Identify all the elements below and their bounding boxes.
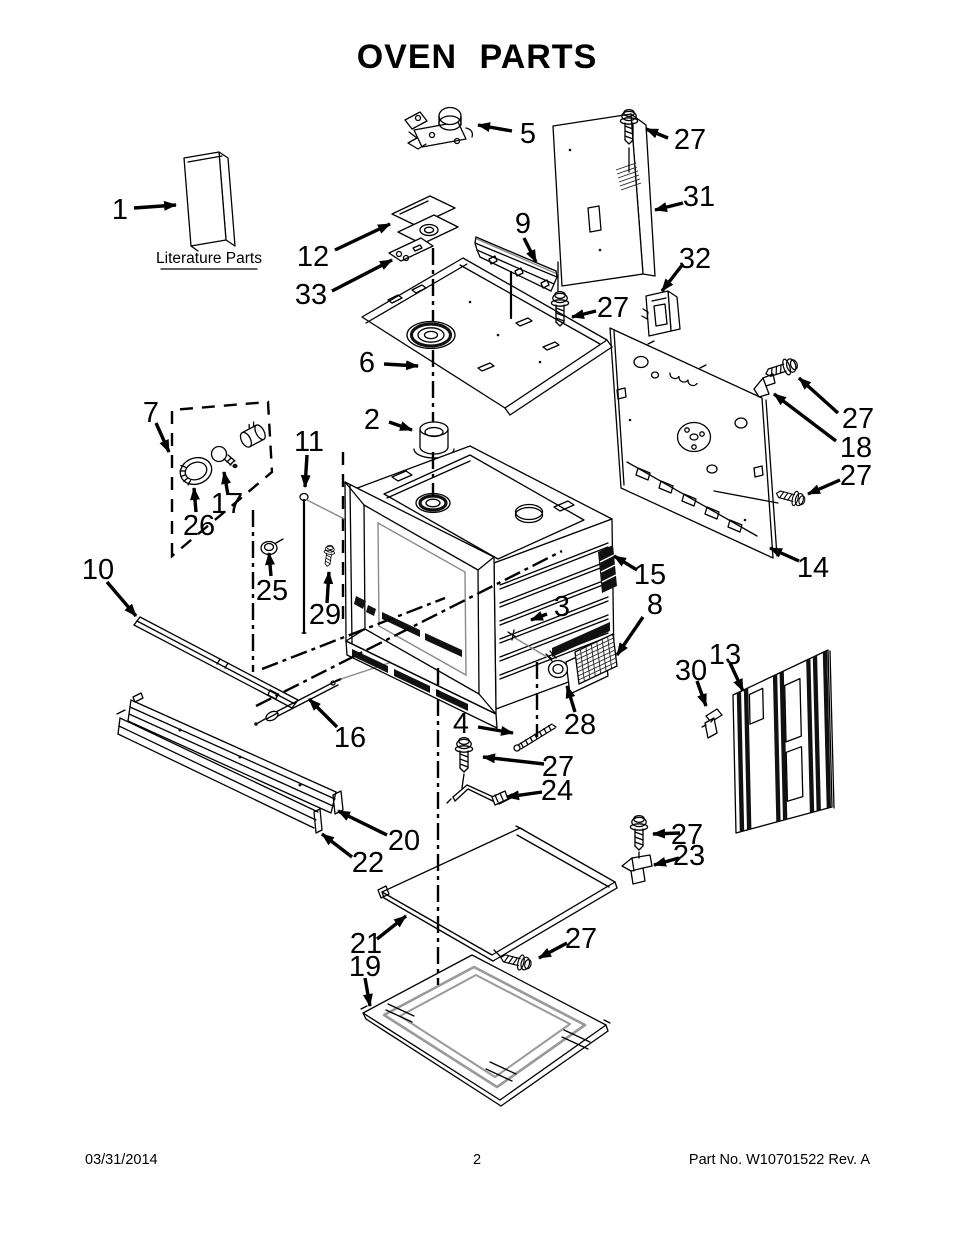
screw-27-clip xyxy=(629,814,649,859)
callout-9: 9 xyxy=(515,208,531,240)
callout-14: 14 xyxy=(797,552,829,584)
part-12-bracket xyxy=(391,195,459,245)
part-10-trim-strip xyxy=(133,616,299,709)
callout-8: 8 xyxy=(647,589,663,621)
callout-33: 33 xyxy=(295,279,327,311)
callout-7: 7 xyxy=(143,397,159,429)
page-title: OVEN PARTS xyxy=(357,38,598,76)
part-30-clip xyxy=(701,708,723,739)
callout-30: 30 xyxy=(675,655,707,687)
footer-date: 03/31/2014 xyxy=(85,1152,158,1168)
part-1-literature-book xyxy=(183,151,236,252)
part-8-vent-grille xyxy=(565,633,618,695)
callout-11: 11 xyxy=(294,426,324,458)
callout-31: 31 xyxy=(683,181,715,213)
callout-29: 29 xyxy=(309,599,341,631)
footer-page-number: 2 xyxy=(473,1152,481,1168)
callout-27c: 27 xyxy=(842,403,874,435)
leader-arrows xyxy=(105,122,841,1007)
part-24-bracket xyxy=(446,784,513,806)
callout-22: 22 xyxy=(352,847,384,879)
part-21-bottom-panel xyxy=(377,825,618,962)
part-9-bracket xyxy=(474,236,559,320)
callout-3: 3 xyxy=(554,591,570,623)
part-33-bracket xyxy=(388,237,434,262)
callout-19: 19 xyxy=(349,951,381,983)
part-20-panel xyxy=(127,692,344,815)
part-7-light-assembly xyxy=(170,400,274,559)
callout-27f: 27 xyxy=(671,819,703,851)
literature-parts-label: Literature Parts xyxy=(156,250,262,267)
callout-18: 18 xyxy=(840,432,872,464)
callout-2: 2 xyxy=(364,404,380,436)
part-3-oven-cavity xyxy=(344,445,617,729)
callout-28: 28 xyxy=(564,709,596,741)
part-32-switch-box xyxy=(641,290,681,337)
callout-10: 10 xyxy=(82,554,114,586)
callout-6: 6 xyxy=(359,347,375,379)
part-callouts: 1 12 33 5 9 27 31 32 27 6 2 7 17 26 11 2… xyxy=(82,118,874,983)
footer-part-number: Part No. W10701522 Rev. A xyxy=(689,1152,870,1168)
part-13-rack-support xyxy=(732,649,835,834)
screw-27-bottom xyxy=(493,949,534,974)
callout-27g: 27 xyxy=(565,923,597,955)
callout-27e: 27 xyxy=(542,751,574,783)
callout-25: 25 xyxy=(256,575,288,607)
callout-5: 5 xyxy=(520,118,536,150)
callout-16: 16 xyxy=(334,722,366,754)
callout-12: 12 xyxy=(297,241,329,273)
callout-17: 17 xyxy=(211,488,243,520)
alignment-centerlines xyxy=(251,248,563,985)
callout-13: 13 xyxy=(709,639,741,671)
part-19-base-panel xyxy=(360,954,611,1107)
callout-4: 4 xyxy=(453,708,469,740)
part-23-clip xyxy=(621,854,653,885)
callout-15: 15 xyxy=(634,559,666,591)
callout-27d: 27 xyxy=(840,460,872,492)
callout-20: 20 xyxy=(388,825,420,857)
callout-23: 23 xyxy=(673,840,705,872)
screw-27-top-right xyxy=(619,108,639,173)
part-26-light-lens xyxy=(179,456,213,486)
callout-26: 26 xyxy=(183,510,215,542)
callout-32: 32 xyxy=(679,243,711,275)
callout-27a: 27 xyxy=(674,124,706,156)
part-14-rear-panel xyxy=(609,327,778,559)
screw-27-bottom-bracket xyxy=(454,736,474,789)
part-6-top-panel xyxy=(361,257,613,416)
part-22-panel xyxy=(116,709,323,834)
callout-24: 24 xyxy=(541,775,573,807)
bracket-18-clip xyxy=(753,373,776,398)
bolt-28 xyxy=(507,629,569,679)
callout-21: 21 xyxy=(350,928,382,960)
part-25-cap xyxy=(260,538,284,556)
screw-27-rear-upper xyxy=(762,355,801,383)
screw-29 xyxy=(321,544,337,568)
part-16-rod xyxy=(254,659,399,726)
part-5-latch-assembly xyxy=(404,106,474,150)
callout-27b: 27 xyxy=(597,292,629,324)
part-4-threaded-rod xyxy=(513,723,557,752)
screw-27-rear-lower xyxy=(713,485,808,509)
callout-1: 1 xyxy=(112,194,128,226)
part-31-access-panel xyxy=(552,113,656,287)
light-socket xyxy=(239,421,266,448)
part-17-light-bulb xyxy=(210,445,238,469)
